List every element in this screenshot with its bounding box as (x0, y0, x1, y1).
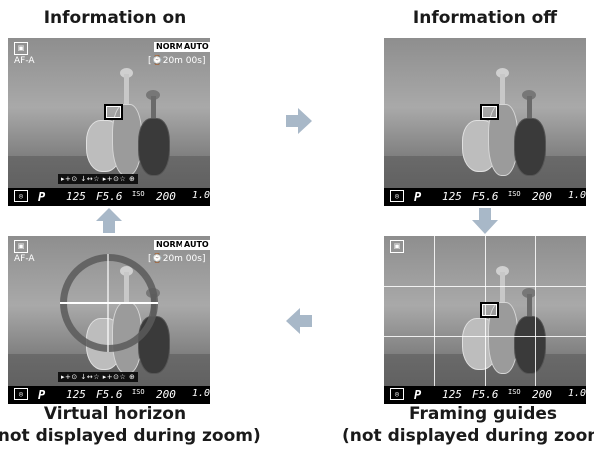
metering-icon: ◎ (14, 388, 28, 400)
buffer-indicator: 1.0k (568, 190, 586, 201)
grid-line-horizontal (384, 286, 586, 287)
exposure-mode: P (38, 388, 46, 402)
virtual-horizon-line (60, 302, 158, 304)
setting-icons-row: ▸+⊙ ↓↔☆ ▸+⊙☆ ⊕ (58, 372, 139, 382)
quality-badge: NORM (154, 240, 186, 250)
exposure-mode: P (414, 190, 422, 204)
af-mode-label: AF-A (14, 56, 35, 66)
arrow-right-icon (286, 108, 312, 134)
arrow-down-icon (472, 208, 498, 234)
shutter-speed: 125 (66, 190, 86, 203)
remaining-time-label: [⌚20m 00s] (148, 56, 206, 66)
iso-label: ISO (508, 388, 521, 396)
frames-remaining: 200 (156, 190, 176, 203)
focus-point (480, 302, 499, 318)
status-bar: ◎ P 125 F5.6 ISO 200 1.0k (8, 386, 210, 404)
caption-virtual-horizon-note: (not displayed during zoom) (0, 426, 261, 446)
caption-virtual-horizon: Virtual horizon (43, 404, 187, 424)
focus-point (480, 104, 499, 120)
af-mode-label: AF-A (14, 254, 35, 264)
screen-information-on: ▣ AF-A NORM AUTO [⌚20m 00s] ▸+⊙ ↓↔☆ ▸+⊙☆… (8, 38, 210, 206)
focus-point (104, 104, 123, 120)
status-bar: ◎ P 125 F5.6 ISO 200 1.0k (384, 386, 586, 404)
aperture: F5.6 (472, 190, 499, 203)
shutter-speed: 125 (442, 388, 462, 401)
frames-remaining: 200 (532, 190, 552, 203)
screen-virtual-horizon: ▣ AF-A NORM AUTO [⌚20m 00s] ▸+⊙ ↓↔☆ ▸+⊙☆… (8, 236, 210, 404)
iso-label: ISO (132, 190, 145, 198)
shutter-speed: 125 (442, 190, 462, 203)
metering-icon: ◎ (390, 190, 404, 202)
white-balance-badge: AUTO (182, 42, 210, 52)
status-bar: ◎ P 125 F5.6 ISO 200 1.0k (384, 188, 586, 206)
shooting-mode-icon: ▣ (14, 42, 28, 55)
shooting-mode-icon: ▣ (390, 240, 404, 253)
frames-remaining: 200 (156, 388, 176, 401)
scene-photo (384, 38, 586, 206)
grid-line-vertical (485, 236, 486, 386)
grid-line-vertical (535, 236, 536, 386)
caption-information-off: Information off (412, 8, 558, 28)
buffer-indicator: 1.0k (192, 388, 210, 399)
aperture: F5.6 (96, 388, 123, 401)
grid-line-horizontal (384, 336, 586, 337)
aperture: F5.6 (472, 388, 499, 401)
metering-icon: ◎ (14, 190, 28, 202)
setting-icons-row: ▸+⊙ ↓↔☆ ▸+⊙☆ ⊕ (58, 174, 139, 184)
shutter-speed: 125 (66, 388, 86, 401)
remaining-time-label: [⌚20m 00s] (148, 254, 206, 264)
metering-icon: ◎ (390, 388, 404, 400)
iso-label: ISO (132, 388, 145, 396)
white-balance-badge: AUTO (182, 240, 210, 250)
screen-framing-guides: ▣ ◎ P 125 F5.6 ISO 200 1.0k (384, 236, 586, 404)
caption-framing-guides: Framing guides (408, 404, 558, 424)
iso-label: ISO (508, 190, 521, 198)
status-bar: ◎ P 125 F5.6 ISO 200 1.0k (8, 188, 210, 206)
screen-information-off: ◎ P 125 F5.6 ISO 200 1.0k (384, 38, 586, 206)
shooting-mode-icon: ▣ (14, 240, 28, 253)
buffer-indicator: 1.0k (568, 388, 586, 399)
buffer-indicator: 1.0k (192, 190, 210, 201)
aperture: F5.6 (96, 190, 123, 203)
caption-information-on: Information on (43, 8, 187, 28)
quality-badge: NORM (154, 42, 186, 52)
exposure-mode: P (414, 388, 422, 402)
exposure-mode: P (38, 190, 46, 204)
arrow-up-icon (96, 208, 122, 233)
frames-remaining: 200 (532, 388, 552, 401)
grid-line-vertical (434, 236, 435, 386)
caption-framing-guides-note: (not displayed during zoom) (342, 426, 594, 446)
arrow-left-icon (286, 308, 312, 334)
